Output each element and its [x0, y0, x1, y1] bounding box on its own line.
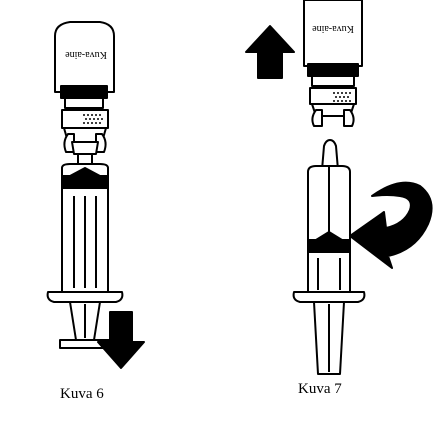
caption-figure-7: Kuva 7 [298, 381, 342, 397]
arrow-up-icon [245, 25, 295, 79]
arrow-down-icon [97, 311, 145, 369]
vial-adapter-7 [309, 87, 357, 127]
vial-7-label: Kuva-aine [312, 23, 354, 34]
vial-6: Kuva-aine [54, 21, 115, 109]
vial-adapter-6 [61, 109, 109, 155]
vial-6-label: Kuva-aine [65, 49, 107, 60]
curved-arrow-icon [349, 181, 433, 269]
figure-7: Kuva-aine [245, 0, 433, 375]
vial-7: Kuva-aine [303, 0, 363, 87]
caption-figure-6: Kuva 6 [60, 386, 104, 402]
syringe-tip-7 [321, 139, 339, 171]
syringe-6 [46, 153, 124, 349]
syringe-7 [292, 165, 366, 375]
figure-6: Kuva-aine [46, 21, 145, 369]
